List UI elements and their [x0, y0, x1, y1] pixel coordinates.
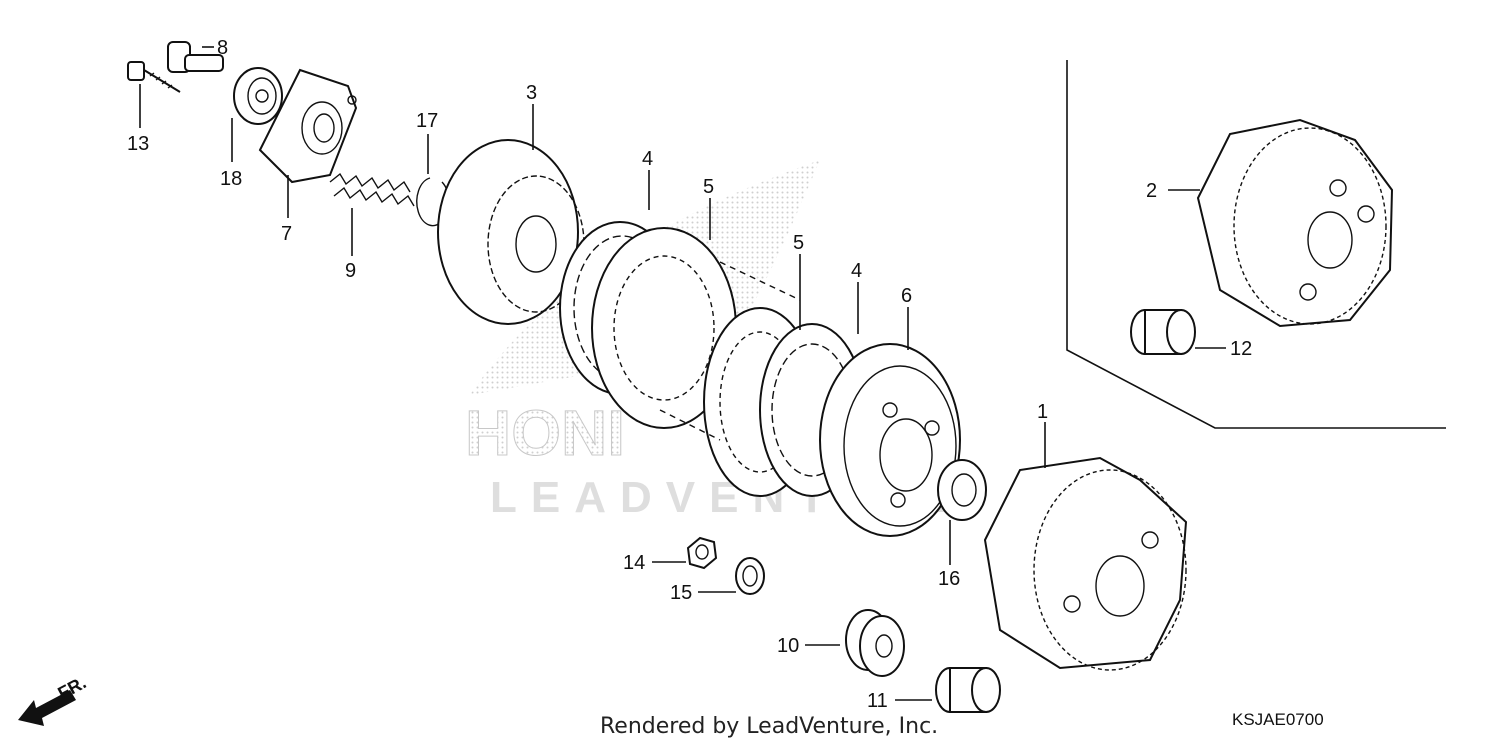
assembly-axis-line-lower	[659, 409, 721, 441]
part-7-lifter-plate	[258, 68, 358, 184]
callout-1: 1	[1037, 401, 1048, 423]
callout-13: 13	[127, 133, 149, 155]
callout-15: 15	[670, 582, 692, 604]
callout-14: 14	[623, 552, 645, 574]
part-8-pin	[167, 41, 224, 73]
callout-12: 12	[1230, 338, 1252, 360]
part-2-clutch-outer-alt	[1196, 118, 1394, 328]
front-direction-arrow: FR.	[18, 672, 89, 726]
callout-2: 2	[1146, 180, 1157, 202]
part-12-collar	[1130, 309, 1196, 355]
callout-5-first: 5	[703, 176, 714, 198]
part-6-pressure-plate	[819, 343, 961, 537]
callout-3: 3	[526, 82, 537, 104]
part-15-washer	[735, 557, 765, 595]
callout-11: 11	[867, 690, 888, 712]
part-16-lock-washer	[937, 459, 987, 521]
callout-6: 6	[901, 285, 912, 307]
callout-5-second: 5	[793, 232, 804, 254]
callout-18: 18	[220, 168, 242, 190]
part-11-collar	[935, 667, 1001, 713]
render-credit: Rendered by LeadVenture, Inc.	[600, 714, 939, 739]
callout-9: 9	[345, 260, 356, 282]
part-14-nut	[686, 536, 718, 570]
callout-4-first: 4	[642, 148, 653, 170]
leader-lines	[139, 46, 1226, 701]
callout-16: 16	[938, 568, 960, 590]
part-1-clutch-outer	[983, 456, 1188, 671]
part-13-bolt	[127, 61, 181, 93]
part-9-spring	[329, 172, 415, 207]
part-10-primary-gear	[845, 609, 905, 677]
diagram-code: KSJAE0700	[1232, 710, 1324, 729]
callout-7: 7	[281, 223, 292, 245]
inset-frame	[1066, 60, 1446, 429]
honda-watermark-text: HONI	[465, 397, 625, 469]
part-3-drive-plate	[437, 139, 585, 325]
callout-10: 10	[777, 635, 799, 657]
callout-8: 8	[217, 37, 228, 59]
callout-17: 17	[416, 110, 438, 132]
part-5-clutch-plate-first	[591, 227, 737, 429]
part-18-bearing	[233, 67, 283, 125]
callout-4-second: 4	[851, 260, 862, 282]
assembly-axis-line	[719, 261, 801, 301]
